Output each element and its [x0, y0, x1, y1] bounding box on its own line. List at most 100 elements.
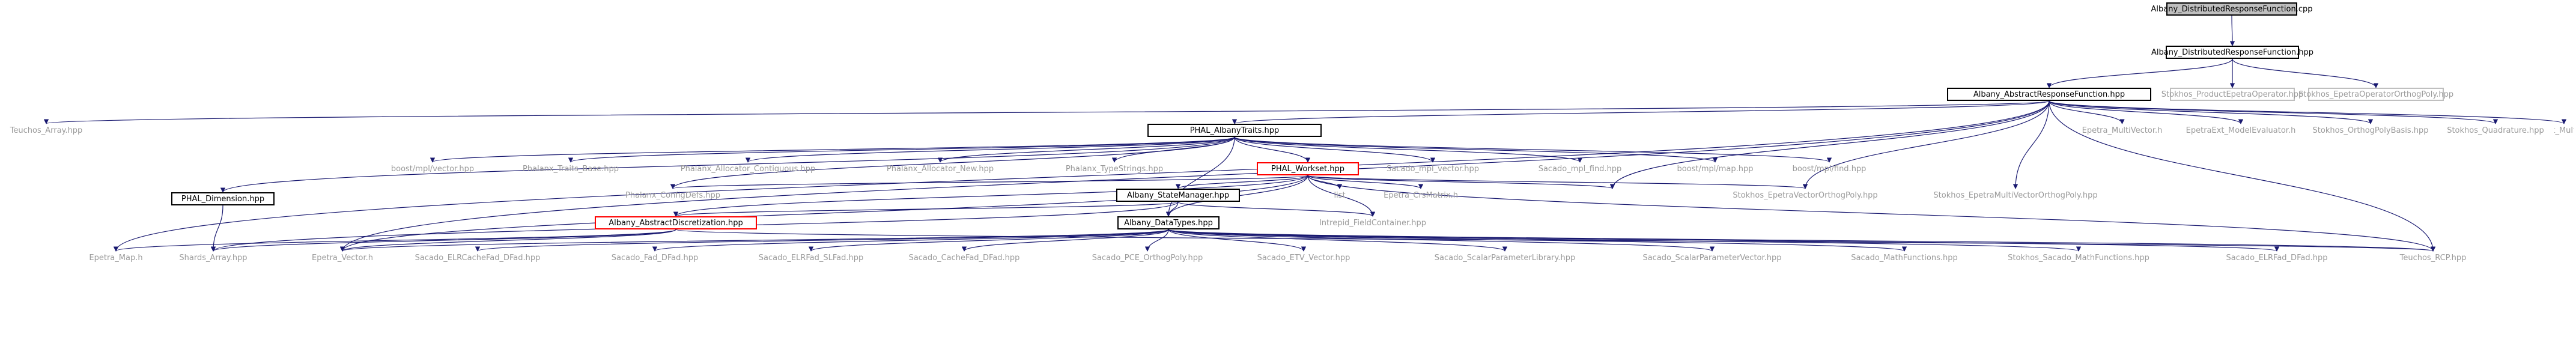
node-sacado-pce-orthogpoly[interactable]: Sacado_PCE_OrthogPoly.hpp — [1092, 253, 1203, 263]
dependency-edge — [1144, 229, 1169, 252]
node-product-epetra-operator[interactable]: Stokhos_ProductEpetraOperator.hpp — [2161, 88, 2303, 101]
node-boost-mpl-vector[interactable]: boost/mpl/vector.hpp — [390, 164, 475, 174]
node-distributed-response-hpp[interactable]: Albany_DistributedResponseFunction.hpp — [2151, 46, 2313, 59]
node-orthog-poly-expansion[interactable] — [1538, 189, 1687, 202]
dependency-edge — [430, 136, 1235, 163]
node-sacado-scalar-param-vector[interactable]: Sacado_ScalarParameterVector.hpp — [1642, 253, 1782, 263]
dependency-edge — [1168, 229, 1715, 252]
node-phal-albany-traits[interactable]: PHAL_AlbanyTraits.hpp — [1147, 124, 1322, 137]
dependency-edge — [1234, 136, 1718, 163]
dependency-edge — [2049, 100, 2244, 124]
dependency-edge — [673, 201, 1179, 217]
dependency-edge — [670, 175, 1308, 189]
dependency-edge — [113, 100, 2050, 252]
dependency-edge — [1307, 175, 1615, 189]
dependency-edge — [1168, 229, 1307, 252]
dependency-edge — [1234, 136, 1832, 163]
dependency-edge — [568, 136, 1235, 163]
node-sacado-etv-vector[interactable]: Sacado_ETV_Vector.hpp — [1257, 253, 1350, 263]
dependency-edge — [1307, 175, 2435, 252]
dependency-edge — [1168, 229, 1907, 252]
node-epetra-vector[interactable]: Epetra_Vector.h — [312, 253, 373, 263]
dependency-edge — [1168, 229, 2081, 252]
node-sacado-mpl-find[interactable]: Sacado_mpl_find.hpp — [1538, 164, 1622, 174]
dependency-edge — [114, 229, 676, 252]
dependency-edge — [1307, 175, 1808, 189]
dependency-edge — [210, 205, 223, 252]
dependency-edge — [1168, 229, 1507, 252]
node-multivector-orthog-poly[interactable]: Stokhos_EpetraMultiVectorOrthogPoly.hpp — [1933, 190, 2098, 200]
dependency-edge — [1307, 175, 1376, 217]
node-sacado-scalar-param-library[interactable]: Sacado_ScalarParameterLibrary.hpp — [1434, 253, 1576, 263]
node-stokhos-sacado-math[interactable]: Stokhos_Sacado_MathFunctions.hpp — [2008, 253, 2149, 263]
node-phalanx-alloc-contiguous[interactable]: Phalanx_Allocator_Contiguous.hpp — [680, 164, 816, 174]
dependency-edge — [1609, 100, 2050, 189]
node-epetraext-multicomm[interactable]: EpetraExt_MultiComm.h — [2554, 126, 2574, 135]
node-epetra-multivector[interactable]: Epetra_MultiVector.h — [2082, 126, 2163, 135]
dependency-edge — [652, 229, 1169, 252]
dependency-edge — [1307, 175, 1424, 189]
node-epetra-operator-orthog-poly[interactable]: Stokhos_EpetraOperatorOrthogPoly.hpp — [2298, 88, 2453, 101]
node-epetra-map[interactable]: Epetra_Map.h — [89, 253, 143, 263]
dependency-edge — [2049, 100, 2125, 124]
dependency-edge — [1165, 201, 1179, 217]
dependency-edge — [211, 229, 676, 252]
dependency-edge — [220, 136, 1235, 193]
node-list[interactable]: list — [1334, 190, 1346, 200]
node-phal-workset[interactable]: PHAL_Workset.hpp — [1257, 162, 1359, 175]
dependency-edge — [670, 136, 1235, 189]
node-epetra-crsmatrix[interactable]: Epetra_CrsMatrix.h — [1384, 190, 1458, 200]
dependency-edge — [475, 229, 1169, 252]
dependency-edge — [809, 229, 1169, 252]
node-orthog-poly-basis[interactable]: Stokhos_OrthogPolyBasis.hpp — [2312, 126, 2429, 135]
dependency-edge — [1168, 229, 2435, 252]
dependency-edge — [44, 100, 2050, 124]
dependency-edge — [1802, 100, 2050, 189]
dependency-edge — [1234, 136, 1436, 163]
dependency-edge — [673, 175, 1308, 217]
node-sacado-elrfad-dfad[interactable]: Sacado_ELRFad_DFad.hpp — [2226, 253, 2328, 263]
dependency-edge — [2049, 100, 2498, 124]
dependency-edge — [340, 229, 676, 252]
node-sacado-cachefad[interactable]: Sacado_CacheFad_DFad.hpp — [908, 253, 1020, 263]
dependency-edge — [2232, 58, 2379, 88]
dependency-edge — [1234, 136, 1311, 163]
node-abstract-discretization[interactable]: Albany_AbstractDiscretization.hpp — [595, 216, 757, 229]
node-phalanx-alloc-new[interactable]: Phalanx_Allocator_New.hpp — [886, 164, 994, 174]
node-stokhos-quadrature[interactable]: Stokhos_Quadrature.hpp — [2447, 126, 2544, 135]
dependency-edge — [1232, 100, 2050, 124]
node-albany-data-types[interactable]: Albany_DataTypes.hpp — [1117, 216, 1220, 229]
node-boost-mpl-map[interactable]: boost/mpl/map.hpp — [1677, 164, 1754, 174]
node-intrepid-field-container[interactable]: Intrepid_FieldContainer.hpp — [1319, 218, 1427, 228]
dependency-edge — [746, 136, 1235, 163]
node-phalanx-configdefs[interactable]: Phalanx_ConfigDefs.hpp — [625, 190, 720, 200]
dependency-edge — [1177, 201, 1375, 217]
node-sacado-mpl-vector[interactable]: Sacado_mpl_vector.hpp — [1387, 164, 1479, 174]
node-sacado-elrfad-slfad[interactable]: Sacado_ELRFad_SLFad.hpp — [758, 253, 864, 263]
dependency-edge — [1175, 175, 1308, 189]
node-phal-dimension[interactable]: PHAL_Dimension.hpp — [171, 192, 275, 205]
node-abstract-response-hpp[interactable]: Albany_AbstractResponseFunction.hpp — [1947, 88, 2151, 101]
dependency-edge — [1234, 136, 1582, 163]
node-boost-mpl-find[interactable]: boost/mpl/find.hpp — [1792, 164, 1867, 174]
node-albany-state-manager[interactable]: Albany_StateManager.hpp — [1116, 189, 1240, 202]
dependency-edge — [961, 229, 1169, 252]
node-shards-array[interactable]: Shards_Array.hpp — [179, 253, 248, 263]
node-vector-orthog-poly[interactable]: Stokhos_EpetraVectorOrthogPoly.hpp — [1733, 190, 1878, 200]
node-sacado-elr-cachefad[interactable]: Sacado_ELRCacheFad_DFad.hpp — [415, 253, 541, 263]
node-phalanx-traits-base[interactable]: Phalanx_Traits_Base.hpp — [523, 164, 619, 174]
dependency-edge — [2012, 100, 2050, 189]
node-sacado-math-functions[interactable]: Sacado_MathFunctions.hpp — [1851, 253, 1958, 263]
dependency-edge — [2049, 100, 2373, 124]
node-epetraext-model-evaluator[interactable]: EpetraExt_ModelEvaluator.h — [2186, 126, 2296, 135]
node-root-cpp[interactable]: Albany_DistributedResponseFunction.cpp — [2151, 2, 2312, 16]
node-teuchos-rcp[interactable]: Teuchos_RCP.hpp — [2399, 253, 2467, 263]
node-teuchos-array[interactable]: Teuchos_Array.hpp — [10, 126, 83, 135]
dependency-edge — [2049, 100, 2566, 124]
node-sacado-fad-dfad[interactable]: Sacado_Fad_DFad.hpp — [611, 253, 699, 263]
node-phalanx-typestrings[interactable]: Phalanx_TypeStrings.hpp — [1065, 164, 1164, 174]
dependency-edge — [2049, 100, 2436, 252]
dependency-edge — [2046, 58, 2233, 88]
